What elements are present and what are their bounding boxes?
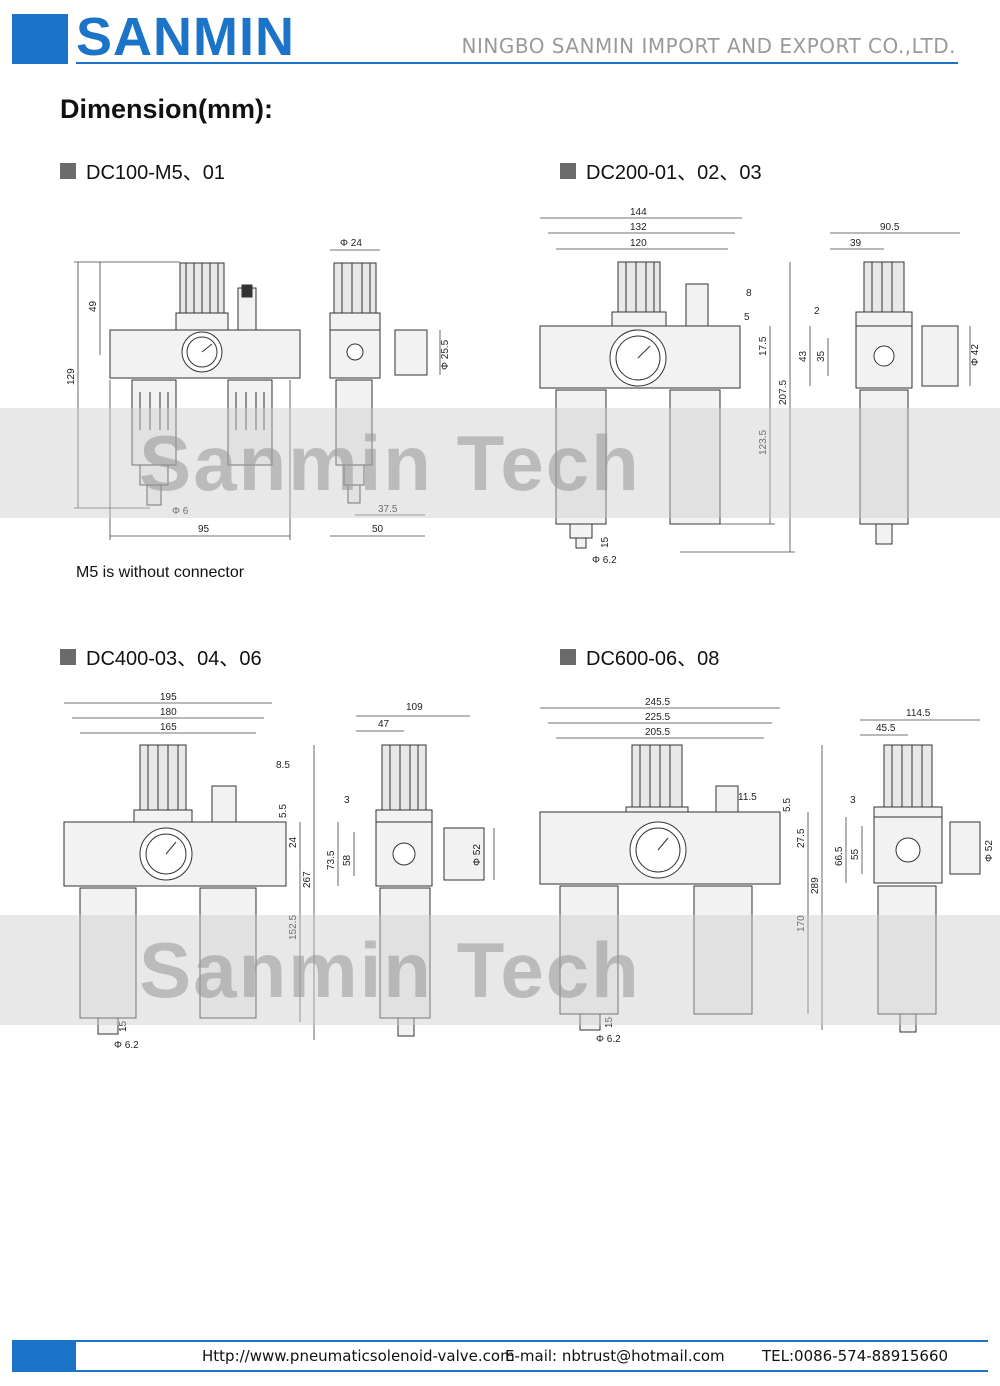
dc100-front-view: [109, 262, 301, 506]
square-bullet-icon: [60, 162, 76, 179]
dc200-side-view: [855, 261, 959, 545]
dim-label: Φ 6.2: [596, 1034, 621, 1045]
dim-label: 55: [850, 848, 861, 860]
dim-label: 24: [288, 836, 299, 848]
dim-label: Φ 25.5: [440, 339, 451, 370]
connector-note: M5 is without connector: [76, 564, 245, 581]
dim-label: 95: [198, 524, 210, 535]
footer-url: Http://www.pneumaticsolenoid-valve.com: [202, 1347, 515, 1365]
dim-label: 123.5: [758, 430, 769, 455]
dim-label: 170: [796, 915, 807, 932]
footer-accent-block: [12, 1340, 76, 1372]
dim-label: 15: [118, 1020, 129, 1032]
dim-label: 50: [372, 524, 384, 535]
footer-rule-top: [12, 1340, 988, 1342]
section-label-dc400: DC400-03、04、06: [60, 642, 262, 671]
dim-label: 27.5: [796, 828, 807, 848]
dim-label: 129: [66, 368, 77, 385]
dim-label: 3: [850, 795, 856, 806]
dim-label: 267: [302, 871, 313, 888]
dim-label: 132: [630, 222, 647, 233]
square-bullet-icon: [560, 648, 576, 665]
dim-label: Φ 52: [472, 844, 483, 866]
footer-rule-bottom: [12, 1370, 988, 1372]
dim-label: 165: [160, 722, 177, 733]
page-title: Dimension(mm):: [60, 94, 274, 124]
dc400-side-view: [375, 744, 485, 1037]
square-bullet-icon: [560, 162, 576, 179]
dim-label: 15: [600, 536, 611, 548]
dim-label: 58: [342, 854, 353, 866]
dc200-front-view: [539, 261, 741, 549]
square-bullet-icon: [60, 648, 76, 665]
dim-label: 47: [378, 719, 390, 730]
footer-email: E-mail: nbtrust@hotmail.com: [505, 1347, 725, 1365]
section-label-dc100: DC100-M5、01: [60, 156, 225, 185]
dim-label: 144: [630, 207, 647, 218]
dim-label: 180: [160, 707, 177, 718]
dim-label: 5: [744, 312, 750, 323]
dim-label: 8: [746, 288, 752, 299]
dc600-side-view: [873, 744, 981, 1033]
dim-label: 3: [344, 795, 350, 806]
dc600-side-dimensions: [845, 719, 980, 883]
dim-label: 114.5: [906, 708, 931, 719]
dc400-front-view: [63, 744, 287, 1035]
dim-label: 66.5: [834, 846, 845, 866]
dim-label: 225.5: [645, 712, 670, 723]
dim-label: 245.5: [645, 697, 670, 708]
footer-tel: TEL:0086-574-88915660: [762, 1347, 949, 1365]
dim-label: 35: [816, 350, 827, 362]
dim-label: 43: [798, 350, 809, 362]
watermark-band: Sanmin Tech: [0, 915, 1000, 1025]
dim-label: Φ 6.2: [592, 555, 617, 566]
dc600-front-view: [539, 744, 781, 1031]
dim-label: 2: [814, 306, 820, 317]
company-logo: SANMIN: [76, 7, 295, 67]
dim-label: 11.5: [738, 792, 757, 803]
dc400-front-dimensions: [64, 702, 315, 1040]
section-label-dc600: DC600-06、08: [560, 642, 719, 671]
dc200-front-dimensions: [540, 217, 795, 553]
watermark-text: Sanmin Tech: [139, 925, 641, 1014]
dim-label: Φ 6.2: [114, 1040, 139, 1051]
dc600-front-dimensions: [540, 707, 823, 1030]
watermark-text: Sanmin Tech: [139, 418, 641, 507]
dim-label: 49: [88, 300, 99, 312]
dim-label: 152.5: [288, 915, 299, 940]
dim-label: 39: [850, 238, 862, 249]
dim-label: 109: [406, 702, 423, 713]
dim-label: 45.5: [876, 723, 896, 734]
dc400-side-dimensions: [337, 715, 495, 886]
dim-label: Φ 52: [984, 840, 995, 862]
dim-label: 5.5: [278, 804, 289, 818]
dim-label: 289: [810, 877, 821, 894]
dc100-side-view: [329, 262, 428, 504]
dim-label: Φ 6: [172, 506, 189, 517]
company-name: NINGBO SANMIN IMPORT AND EXPORT CO.,LTD.: [461, 34, 956, 58]
dim-label: 120: [630, 238, 647, 249]
dc100-side-dimensions: [330, 249, 441, 537]
dim-label: 90.5: [880, 222, 900, 233]
section-label-dc200: DC200-01、02、03: [560, 156, 762, 185]
dim-label: 37.5: [378, 504, 398, 515]
dim-label: 205.5: [645, 727, 670, 738]
dim-label: 5.5: [782, 798, 793, 812]
dim-label: 207.5: [778, 380, 789, 405]
dim-label: 73.5: [326, 850, 337, 870]
dc200-side-dimensions: [809, 232, 971, 386]
dim-label: Φ 24: [340, 238, 362, 249]
dim-label: 15: [604, 1016, 615, 1028]
dim-label: 8.5: [276, 760, 290, 771]
dim-label: Φ 42: [970, 344, 981, 366]
watermark-band: Sanmin Tech: [0, 408, 1000, 518]
header-accent-block: [12, 14, 68, 64]
dim-label: 195: [160, 692, 177, 703]
header-rule: [76, 62, 958, 64]
dc100-front-dimensions: [74, 261, 291, 540]
dim-label: 17.5: [758, 336, 769, 356]
